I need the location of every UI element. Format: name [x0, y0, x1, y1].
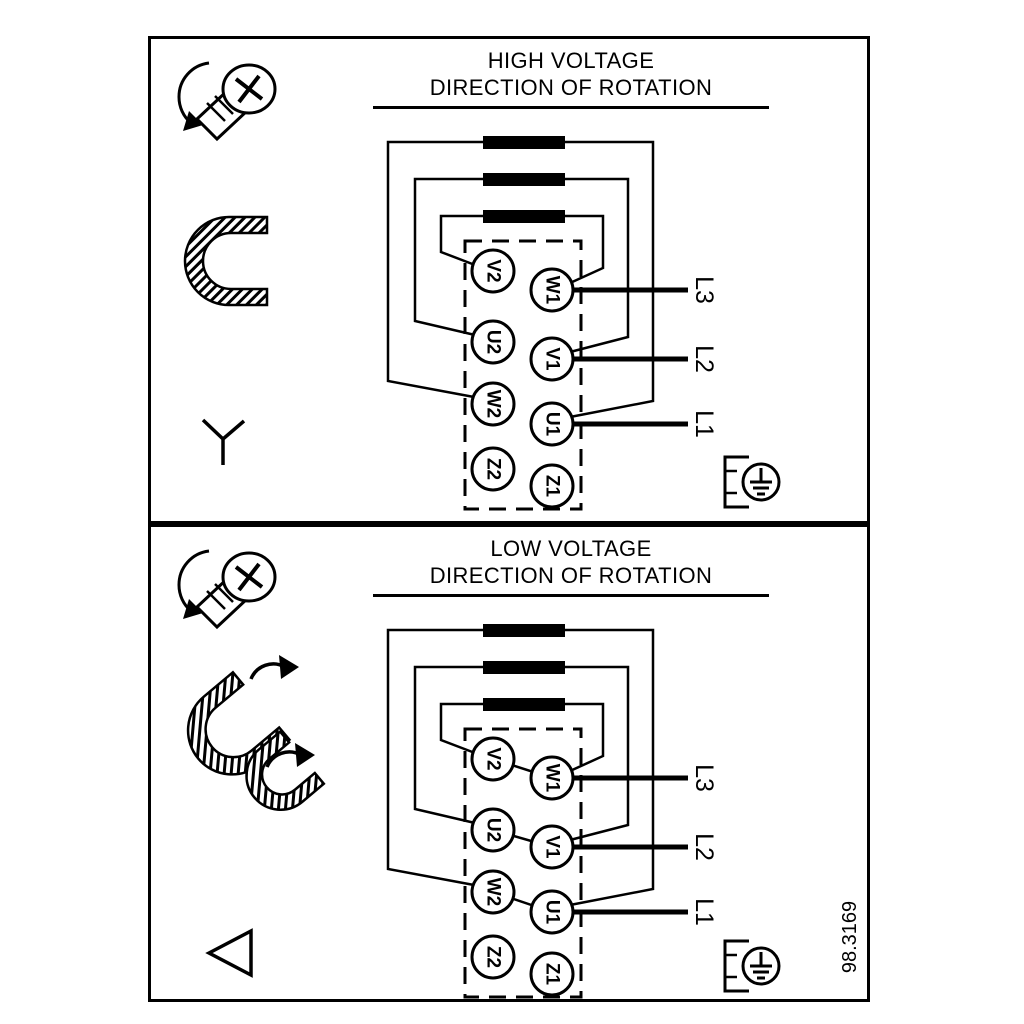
terminal-label-u2: U2	[483, 330, 504, 354]
terminal-z1: Z1	[529, 951, 575, 997]
line-labels: L3 L2 L1	[690, 276, 718, 438]
jumper-bars	[483, 624, 565, 711]
terminal-label-v1: V1	[542, 347, 563, 371]
terminal-w2: W2	[470, 869, 516, 915]
screw-icon	[177, 549, 277, 630]
terminal-label-v2: V2	[483, 259, 504, 282]
line-label-l1: L1	[690, 898, 718, 926]
delta-icon	[205, 928, 253, 978]
low-voltage-diagram: V2 W1 U2 V1 W2	[177, 549, 861, 999]
terminal-u1: U1	[529, 889, 575, 935]
panel-title-line2: DIRECTION OF ROTATION	[429, 75, 713, 100]
terminal-z2: Z2	[470, 934, 516, 980]
figure-number: 98.3169	[839, 901, 861, 973]
terminal-u2: U2	[470, 807, 516, 853]
terminal-label-w1: W1	[542, 764, 563, 793]
panel-title-line2: DIRECTION OF ROTATION	[429, 563, 713, 588]
terminal-v2: V2	[470, 736, 516, 782]
panel-title-line1: HIGH VOLTAGE	[487, 48, 655, 73]
supply-wires	[569, 287, 688, 427]
terminal-label-w2: W2	[483, 878, 504, 907]
line-label-l1: L1	[690, 410, 718, 438]
terminal-label-z1: Z1	[542, 475, 563, 498]
title-underline	[373, 106, 769, 109]
screw-icon	[177, 61, 277, 142]
star-icon	[201, 418, 246, 465]
terminal-z2: Z2	[470, 446, 516, 492]
terminal-label-z2: Z2	[483, 946, 504, 968]
terminal-label-u2: U2	[483, 818, 504, 842]
terminals: V2 W1 U2 V1 W2	[470, 248, 575, 509]
terminal-z1: Z1	[529, 463, 575, 509]
terminal-label-u1: U1	[542, 412, 563, 437]
terminal-label-w2: W2	[483, 390, 504, 419]
terminal-u1: U1	[529, 401, 575, 447]
ground-icon	[723, 939, 781, 993]
high-voltage-panel: HIGH VOLTAGE DIRECTION OF ROTATION	[148, 36, 870, 524]
high-voltage-diagram: V2 W1 U2 V1 W2	[177, 61, 781, 511]
ground-icon	[723, 455, 781, 509]
wiring	[386, 628, 655, 907]
jumper-links-moved-icon	[186, 655, 326, 811]
jumper-link-icon	[183, 215, 269, 307]
move-arrow-icon	[249, 662, 286, 680]
terminal-v1: V1	[529, 824, 575, 870]
low-voltage-panel: LOW VOLTAGE DIRECTION OF ROTATION	[148, 524, 870, 1002]
terminal-label-z2: Z2	[483, 458, 504, 480]
high-voltage-title-block: HIGH VOLTAGE DIRECTION OF ROTATION	[373, 47, 769, 109]
line-labels: L3 L2 L1	[690, 764, 718, 926]
title-underline	[373, 594, 769, 597]
terminal-label-u1: U1	[542, 900, 563, 925]
line-label-l3: L3	[690, 764, 718, 792]
panel-title-line1: LOW VOLTAGE	[490, 536, 652, 561]
terminals: V2 W1 U2 V1 W2	[470, 736, 575, 997]
terminal-box	[463, 727, 583, 999]
wiring	[386, 140, 655, 419]
terminal-w1: W1	[529, 755, 575, 801]
terminal-w2: W2	[470, 381, 516, 427]
terminal-box	[463, 239, 583, 511]
line-label-l2: L2	[690, 345, 718, 373]
terminal-v1: V1	[529, 336, 575, 382]
line-label-l2: L2	[690, 833, 718, 861]
terminal-label-w1: W1	[542, 276, 563, 305]
supply-wires	[569, 775, 688, 915]
terminal-v2: V2	[470, 248, 516, 294]
line-label-l3: L3	[690, 276, 718, 304]
terminal-w1: W1	[529, 267, 575, 313]
jumper-bars	[483, 136, 565, 223]
terminal-label-v2: V2	[483, 747, 504, 770]
terminal-label-v1: V1	[542, 835, 563, 859]
low-voltage-title-block: LOW VOLTAGE DIRECTION OF ROTATION	[373, 535, 769, 597]
terminal-u2: U2	[470, 319, 516, 365]
terminal-label-z1: Z1	[542, 963, 563, 986]
